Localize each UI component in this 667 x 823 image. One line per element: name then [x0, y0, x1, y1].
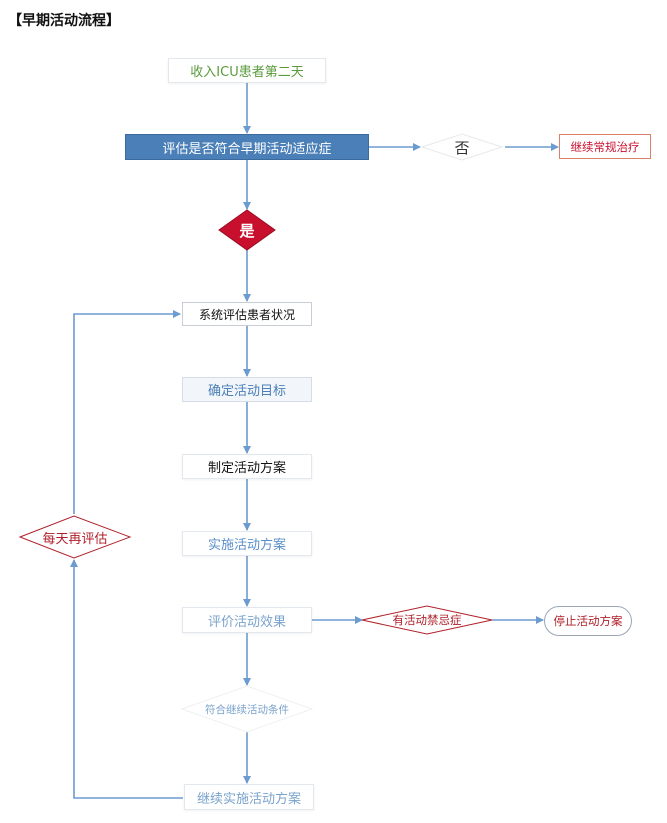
node-stop-label: 停止活动方案: [553, 614, 623, 628]
node-yes: 是: [219, 210, 275, 250]
node-set-goal: 确定活动目标: [182, 377, 312, 402]
node-admit-label: 收入ICU患者第二天: [190, 65, 304, 80]
daily-diamond: [18, 515, 132, 559]
node-daily-label: 每天再评估: [42, 531, 108, 547]
node-no: 否: [422, 134, 502, 160]
page-title: 【早期活动流程】: [8, 13, 120, 29]
node-eval-status: 系统评估患者状况: [182, 302, 312, 326]
yes-diamond: [218, 209, 276, 251]
node-continue: 继续实施活动方案: [184, 784, 314, 810]
node-contra-label: 有活动禁忌症: [392, 613, 462, 627]
node-continue-label: 继续实施活动方案: [196, 791, 301, 807]
node-implement-label: 实施活动方案: [207, 538, 286, 553]
node-evaluate-label: 评价活动效果: [207, 614, 286, 630]
node-implement: 实施活动方案: [182, 531, 312, 556]
node-routine: 继续常规治疗: [559, 134, 651, 159]
node-condition-label: 符合继续活动条件: [205, 703, 289, 716]
node-routine-label: 继续常规治疗: [570, 139, 640, 154]
node-make-plan: 制定活动方案: [182, 454, 312, 479]
node-set-goal-label: 确定活动目标: [207, 384, 286, 399]
condition-diamond: [180, 685, 314, 733]
node-no-label: 否: [454, 138, 470, 157]
node-condition: 符合继续活动条件: [182, 686, 312, 732]
node-contra: 有活动禁忌症: [362, 606, 492, 634]
node-evaluate: 评价活动效果: [182, 607, 312, 633]
node-stop: 停止活动方案: [544, 606, 632, 636]
edge-daily-eval: [73, 310, 181, 514]
node-admit: 收入ICU患者第二天: [168, 58, 326, 83]
node-make-plan-label: 制定活动方案: [207, 461, 286, 476]
node-assess: 评估是否符合早期活动适应症: [125, 134, 369, 160]
edge-continue-daily: [70, 559, 183, 799]
node-daily: 每天再评估: [20, 516, 130, 558]
node-eval-status-label: 系统评估患者状况: [198, 307, 295, 322]
node-yes-label: 是: [239, 221, 255, 240]
node-assess-label: 评估是否符合早期活动适应症: [162, 141, 332, 157]
contra-diamond: [361, 605, 493, 635]
no-diamond: [420, 133, 504, 161]
